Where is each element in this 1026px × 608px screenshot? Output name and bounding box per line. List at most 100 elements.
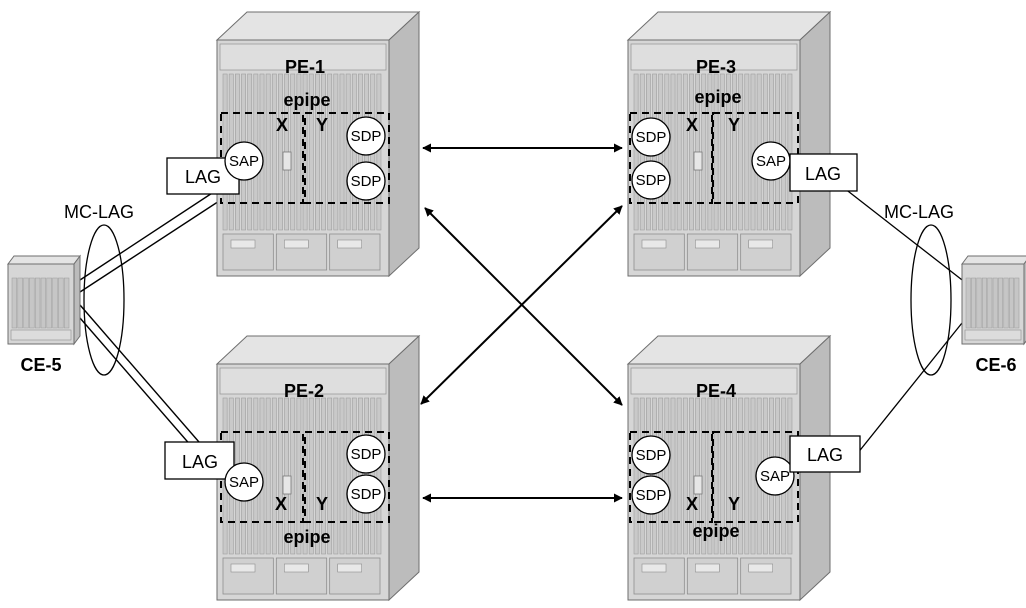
pe4-sap-circle <box>755 456 795 496</box>
pe3-card-slot <box>713 73 719 231</box>
pe1-sdp-circle-1 <box>346 116 386 156</box>
pe2-card-slot <box>351 397 357 555</box>
pe3-service-box-2 <box>712 112 799 204</box>
pe4-service-box-2 <box>712 431 799 523</box>
pe1-bay-handle <box>230 239 256 249</box>
pe1-card-slot <box>327 73 333 231</box>
ce6-card-slot <box>976 277 982 329</box>
pe3-card-slot <box>670 73 676 231</box>
pe3-sap-label: SAP <box>756 153 786 170</box>
pe3-bay-handle <box>748 239 773 249</box>
pe3-card-slot <box>689 73 694 231</box>
pe1-sdp-label-2: SDP <box>351 173 382 190</box>
pe3-bottom-bay <box>633 233 685 271</box>
pe4-card-slot <box>639 397 645 555</box>
pe3-card-slot <box>719 73 725 231</box>
pe3-sdp-circle-2 <box>631 160 671 200</box>
ce6-card-slot <box>992 277 998 329</box>
router-ce-5 <box>7 254 81 346</box>
pe2-lag-label: LAG <box>182 452 218 472</box>
pe2-bottom-bay <box>275 557 328 595</box>
pe4-lag-label: LAG <box>807 445 843 465</box>
pe2-bay-handle <box>284 563 309 573</box>
pe4-title: PE-4 <box>696 381 736 401</box>
pe1-card-slot <box>333 73 339 231</box>
pe3-bottom-bay <box>740 233 792 271</box>
link-ce5-pe1-a <box>79 179 233 281</box>
pe2-card-slot <box>315 397 320 555</box>
pe4-header-band <box>630 367 798 395</box>
ce5-card-slot <box>46 277 52 329</box>
pe1-bottom-bay <box>275 233 328 271</box>
pe3-side-face <box>799 10 831 278</box>
pe1-card-slot <box>308 73 314 231</box>
pe2-bay-handle <box>337 563 362 573</box>
pe3-service-label: epipe <box>694 87 741 107</box>
ce5-top-face <box>7 255 81 265</box>
pe1-service-label: epipe <box>283 90 330 110</box>
pe4-y-label: Y <box>728 494 740 514</box>
pe3-latch <box>693 151 703 171</box>
pe1-sdp-label-1: SDP <box>351 128 382 145</box>
ce5-card-slot <box>52 277 58 329</box>
pe3-sdp-circle-1 <box>631 117 671 157</box>
mc-lag-right-label: MC-LAG <box>884 202 954 222</box>
pe4-card-slot <box>633 397 639 555</box>
pe2-header-band <box>219 367 387 395</box>
pe4-card-slot <box>670 397 676 555</box>
pe1-sdp-circle-2 <box>346 161 386 201</box>
pe4-service-label: epipe <box>692 521 739 541</box>
pe2-lag-box <box>164 441 235 480</box>
ce6-card-slot <box>998 277 1004 329</box>
pe3-card-slot <box>732 73 737 231</box>
ce6-card-slot <box>981 277 987 329</box>
pe2-sdp-circle-1 <box>346 434 386 474</box>
pe3-lag-box <box>789 153 858 192</box>
pe4-lag-box <box>789 435 861 473</box>
pe4-card-slot <box>689 397 694 555</box>
pe4-sap-label: SAP <box>760 468 790 485</box>
pe1-card-slot <box>345 73 351 231</box>
pe4-card-slot <box>732 397 737 555</box>
pe3-y-label: Y <box>728 115 740 135</box>
ce6-card-slot <box>1008 277 1014 329</box>
pe2-top-face <box>215 335 421 365</box>
pe1-card-slot <box>222 73 228 231</box>
pe1-x-label: X <box>276 115 288 135</box>
pe1-top-face <box>215 11 421 41</box>
pe4-card-slot <box>738 397 744 555</box>
pe2-sap-label: SAP <box>229 474 259 491</box>
pe4-card-slot <box>750 397 756 555</box>
pe4-top-face <box>626 335 832 365</box>
pe2-bottom-bay <box>329 557 381 595</box>
pe4-sdp-circle-1 <box>631 435 671 475</box>
pe1-header-band <box>219 43 387 71</box>
pe1-card-slot <box>315 73 320 231</box>
pe3-lag-label: LAG <box>805 164 841 184</box>
pe2-card-slot <box>321 397 326 555</box>
pe4-card-slot <box>682 397 688 555</box>
pe2-title: PE-2 <box>284 381 324 401</box>
connections <box>79 143 967 503</box>
pe3-card-slot <box>744 73 750 231</box>
arrow-pe2-pe3 <box>420 205 623 405</box>
pe2-card-slot <box>327 397 333 555</box>
pe4-sdp-label-1: SDP <box>636 447 667 464</box>
ce6-card-slot <box>965 277 971 329</box>
pe2-sap-circle <box>224 462 264 502</box>
ce5-card-slot <box>40 277 47 329</box>
pe3-sdp-label-1: SDP <box>636 129 667 146</box>
pe4-x-label: X <box>686 494 698 514</box>
pe4-bay-handle <box>695 563 720 573</box>
ce6-top-face <box>961 255 1026 265</box>
pe3-card-slot <box>676 73 682 231</box>
pe3-title: PE-3 <box>696 57 736 77</box>
pe3-card-slot <box>682 73 688 231</box>
pe2-card-slot <box>376 397 382 555</box>
pe4-card-slot <box>726 397 731 555</box>
ce5-card-slot <box>63 277 70 329</box>
link-pe4-ce6 <box>844 317 967 470</box>
router-ce-6 <box>961 255 1026 346</box>
pe3-bottom-bay <box>686 233 739 271</box>
